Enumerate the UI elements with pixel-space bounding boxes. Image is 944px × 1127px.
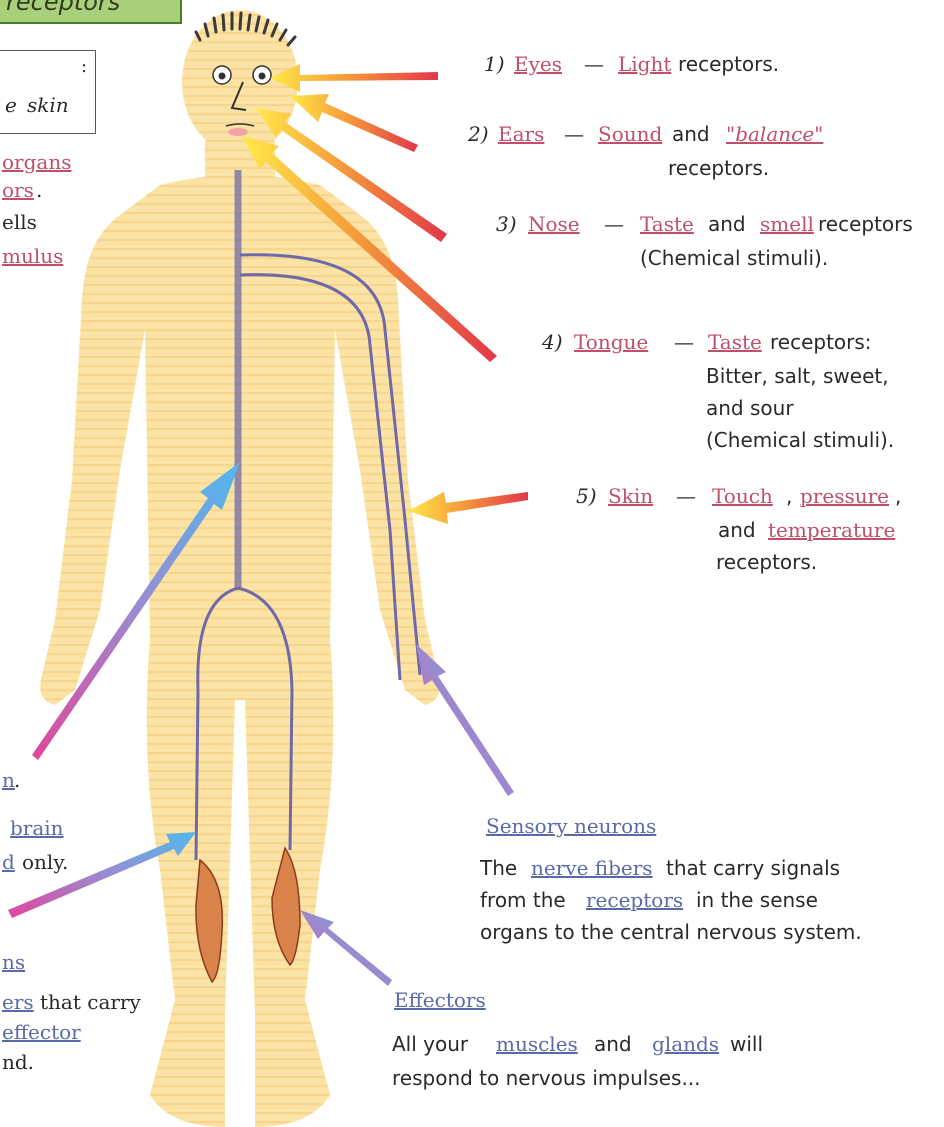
- definition-box: : e skin: [0, 50, 96, 134]
- title: receptors: [6, 0, 120, 16]
- receptor-dash: —: [564, 122, 584, 146]
- sensory-line1c: that carry signals: [666, 856, 840, 880]
- sensory-receptors: receptors: [586, 888, 683, 912]
- title-box: receptors: [0, 0, 182, 24]
- left-fragment-cns-1: n: [2, 768, 15, 792]
- arrow-skin: [408, 492, 528, 524]
- sensory-line2c: in the sense: [696, 888, 818, 912]
- left-fragment-stimulus: mulus: [2, 244, 63, 268]
- sensory-line2a: from the: [480, 888, 566, 912]
- effectors-muscles: muscles: [496, 1032, 578, 1056]
- sensory-heading: Sensory neurons: [486, 814, 656, 838]
- left-fragment-dot: .: [36, 178, 42, 202]
- receptor-stimulus: Taste: [708, 330, 762, 354]
- sensory-nerve-fibers: nerve fibers: [531, 856, 653, 880]
- receptor-continuation-1: and: [718, 518, 756, 542]
- left-fragment-motor-heading: ns: [2, 950, 25, 974]
- effectors-line2: respond to nervous impulses...: [392, 1066, 701, 1090]
- receptor-organ: Skin: [608, 484, 653, 508]
- effectors-line1c: and: [594, 1032, 632, 1056]
- arrow-eyes: [270, 64, 438, 92]
- receptor-organ: Ears: [498, 122, 544, 146]
- receptor-organ: Eyes: [514, 52, 562, 76]
- left-fragment-cord: d: [2, 850, 15, 874]
- receptor-continuation-1: Bitter, salt, sweet,: [706, 364, 889, 388]
- receptor-number: 5): [576, 484, 597, 508]
- box-fragment-2a: e: [5, 93, 17, 117]
- box-fragment-2b: skin: [27, 93, 69, 117]
- receptor-text-2: ,: [895, 484, 901, 508]
- receptor-number: 1): [484, 52, 505, 76]
- receptor-dash: —: [674, 330, 694, 354]
- receptor-continuation-3: (Chemical stimuli).: [706, 428, 894, 452]
- left-fragment-end: nd.: [2, 1050, 34, 1074]
- effectors-line1e: will: [730, 1032, 763, 1056]
- left-fragment-that-carry: that carry: [40, 990, 141, 1014]
- left-fragment-receptors: ors: [2, 178, 34, 202]
- receptor-dash: —: [676, 484, 696, 508]
- receptor-stimulus-2: "balance": [726, 122, 823, 146]
- receptor-text: ,: [786, 484, 792, 508]
- arrow-sensory: [416, 644, 514, 796]
- left-fragment-organs: organs: [2, 150, 71, 174]
- effectors-glands: glands: [652, 1032, 719, 1056]
- left-fragment-brain: brain: [10, 816, 64, 840]
- receptor-number: 2): [468, 122, 489, 146]
- receptor-continuation-2: and sour: [706, 396, 794, 420]
- receptor-stimulus: Touch: [712, 484, 773, 508]
- left-fragment-effector: effector: [2, 1020, 81, 1044]
- box-fragment-1: :: [81, 55, 87, 79]
- receptor-text: receptors:: [770, 330, 872, 354]
- effectors-heading: Effectors: [394, 988, 486, 1012]
- receptor-continuation: (Chemical stimuli).: [640, 246, 828, 270]
- left-fragment-cells: ells: [2, 210, 37, 234]
- receptor-organ: Nose: [528, 212, 580, 236]
- receptor-text: receptors.: [678, 52, 779, 76]
- receptor-text: and: [708, 212, 746, 236]
- receptor-stimulus-3: temperature: [768, 518, 895, 542]
- receptor-stimulus: Sound: [598, 122, 662, 146]
- receptor-organ: Tongue: [574, 330, 648, 354]
- receptor-number: 3): [496, 212, 517, 236]
- receptor-stimulus: Taste: [640, 212, 694, 236]
- receptor-number: 4): [542, 330, 563, 354]
- receptor-stimulus-2: smell: [760, 212, 814, 236]
- left-fragment-only: only.: [22, 850, 68, 874]
- receptor-text: and: [672, 122, 710, 146]
- receptor-continuation-2: receptors.: [716, 550, 817, 574]
- receptor-dash: —: [584, 52, 604, 76]
- effectors-line1a: All your: [392, 1032, 468, 1056]
- receptor-stimulus: Light: [618, 52, 671, 76]
- left-fragment-cns-dot: .: [14, 768, 20, 792]
- arrow-effectors: [300, 910, 392, 986]
- receptor-dash: —: [604, 212, 624, 236]
- receptor-continuation: receptors.: [668, 156, 769, 180]
- sensory-line1a: The: [480, 856, 517, 880]
- receptor-text-2: receptors: [818, 212, 913, 236]
- sensory-line3: organs to the central nervous system.: [480, 920, 862, 944]
- receptor-stimulus-2: pressure: [800, 484, 889, 508]
- left-fragment-fibers: ers: [2, 990, 34, 1014]
